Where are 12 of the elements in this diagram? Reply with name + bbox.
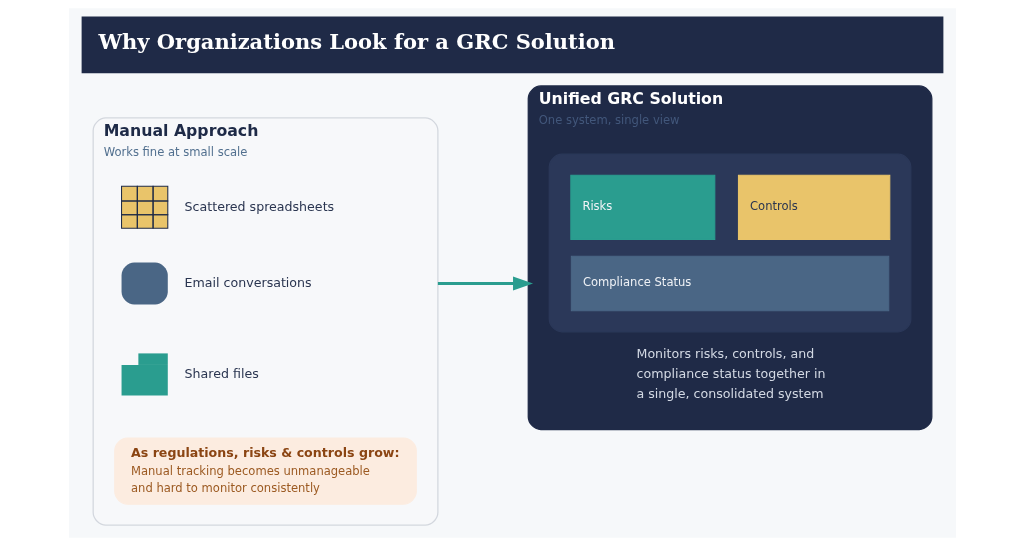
node-box: Risks [569, 174, 715, 240]
node-box [121, 262, 168, 305]
diagram-title: Why Organizations Look for a GRC Solution [97, 29, 615, 55]
node-label: Email conversations [184, 274, 312, 290]
node-label: Scattered spreadsheets [184, 198, 334, 214]
node-box: Compliance Status [570, 255, 889, 312]
node-text: Monitors risks, controls, and compliance status together in a single, consolidated system [636, 346, 825, 402]
node-box: Controls [737, 174, 890, 240]
arrow [437, 276, 533, 291]
cluster [548, 153, 911, 333]
node-box: As regulations, risks & controls grow: Manual tracking becomes unmanageable and hard to monitor consistently [113, 437, 417, 505]
node-label: Shared files [184, 365, 259, 381]
